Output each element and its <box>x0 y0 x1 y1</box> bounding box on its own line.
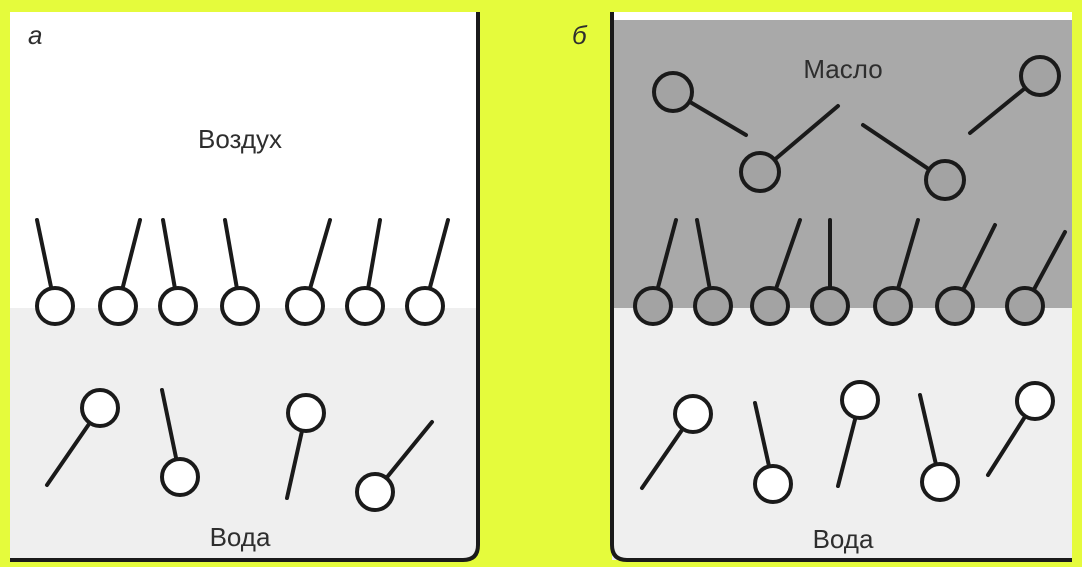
molecule-tail <box>986 414 1028 477</box>
molecule-head <box>920 462 960 502</box>
interface-molecule <box>633 218 678 326</box>
water-molecule <box>753 401 793 504</box>
molecule-tail <box>640 426 685 490</box>
water-molecule <box>160 388 200 497</box>
panel-b-water-label: Вода <box>813 524 874 554</box>
water-molecule <box>355 420 434 512</box>
interface-molecule <box>35 218 75 326</box>
molecule-head <box>98 286 138 326</box>
molecule-tail <box>896 218 920 291</box>
molecule-tail <box>45 420 92 487</box>
molecule-tail <box>960 223 997 292</box>
molecule-head <box>633 286 673 326</box>
water-molecule <box>918 393 960 502</box>
molecule-tail <box>35 218 54 291</box>
molecule-head <box>286 393 326 433</box>
molecule-head <box>750 286 790 326</box>
panel-b-water-region <box>612 308 1072 560</box>
molecule-head <box>405 286 445 326</box>
interface-molecule <box>98 218 142 326</box>
interface-molecule <box>1005 230 1067 326</box>
panel-a-tag: а <box>28 20 42 50</box>
interface-molecule <box>750 218 802 326</box>
interface-molecule <box>935 223 997 326</box>
molecule-tail <box>836 415 858 488</box>
interface-molecule <box>345 218 385 326</box>
panel-b-molecules <box>633 55 1067 504</box>
interface-molecule <box>220 218 260 326</box>
molecule-tail <box>918 393 938 467</box>
molecule-tail <box>120 218 142 291</box>
molecule-head <box>1005 286 1045 326</box>
molecule-tail <box>308 218 332 291</box>
molecule-head <box>355 472 395 512</box>
panel-a: а Воздух Вода <box>10 12 480 562</box>
panel-a-water-label: Вода <box>210 522 271 552</box>
molecule-tail <box>366 218 382 291</box>
interface-molecule <box>810 218 850 326</box>
panel-b-tag: б <box>572 20 588 50</box>
molecule-tail <box>861 123 932 172</box>
molecule-tail <box>160 388 179 462</box>
panel-a-frame <box>10 12 480 562</box>
water-molecule <box>640 394 713 490</box>
panel-b-oil-label: Масло <box>803 54 882 84</box>
interface-molecule <box>158 218 198 326</box>
molecule-head <box>220 286 260 326</box>
water-molecule <box>986 381 1055 477</box>
molecule-tail <box>687 99 748 137</box>
panel-a-molecules <box>35 218 450 512</box>
molecule-head <box>345 286 385 326</box>
molecule-head <box>285 286 325 326</box>
molecule-tail <box>773 218 802 292</box>
molecule-tail <box>1031 230 1067 293</box>
panel-a-air-label: Воздух <box>198 124 282 154</box>
molecule-tail <box>655 218 678 291</box>
molecule-tail <box>384 420 434 481</box>
molecule-head <box>35 286 75 326</box>
oil-molecule <box>652 71 748 137</box>
molecule-head <box>673 394 713 434</box>
molecule-head <box>840 380 880 420</box>
molecule-head <box>1019 55 1061 97</box>
panel-b-frame <box>610 12 1072 562</box>
molecule-head <box>693 286 733 326</box>
molecule-tail <box>695 218 712 291</box>
interface-molecule <box>873 218 920 326</box>
panel-b-oil-region <box>612 20 1072 308</box>
panel-b: б Масло Вода <box>572 12 1072 562</box>
molecule-head <box>160 457 200 497</box>
molecule-tail <box>161 218 177 291</box>
interface-molecule <box>693 218 733 326</box>
molecule-tail <box>753 401 772 469</box>
molecule-tail <box>285 428 305 500</box>
oil-molecule <box>739 104 840 193</box>
interface-molecule <box>285 218 332 326</box>
molecule-head <box>158 286 198 326</box>
molecule-head <box>1015 381 1055 421</box>
molecule-tail <box>427 218 450 291</box>
molecule-head <box>739 151 781 193</box>
oil-molecule <box>861 123 966 201</box>
interface-molecule <box>405 218 450 326</box>
molecule-head <box>924 159 966 201</box>
molecule-head <box>80 388 120 428</box>
molecule-tail <box>772 104 840 162</box>
molecule-head <box>652 71 694 113</box>
water-molecule <box>45 388 120 487</box>
molecule-head <box>873 286 913 326</box>
molecule-head <box>753 464 793 504</box>
water-molecule <box>285 393 326 500</box>
molecule-head <box>935 286 975 326</box>
water-molecule <box>836 380 880 488</box>
molecule-head <box>810 286 850 326</box>
oil-molecule <box>968 55 1061 135</box>
molecule-tail <box>223 218 239 291</box>
molecule-tail <box>968 85 1028 135</box>
